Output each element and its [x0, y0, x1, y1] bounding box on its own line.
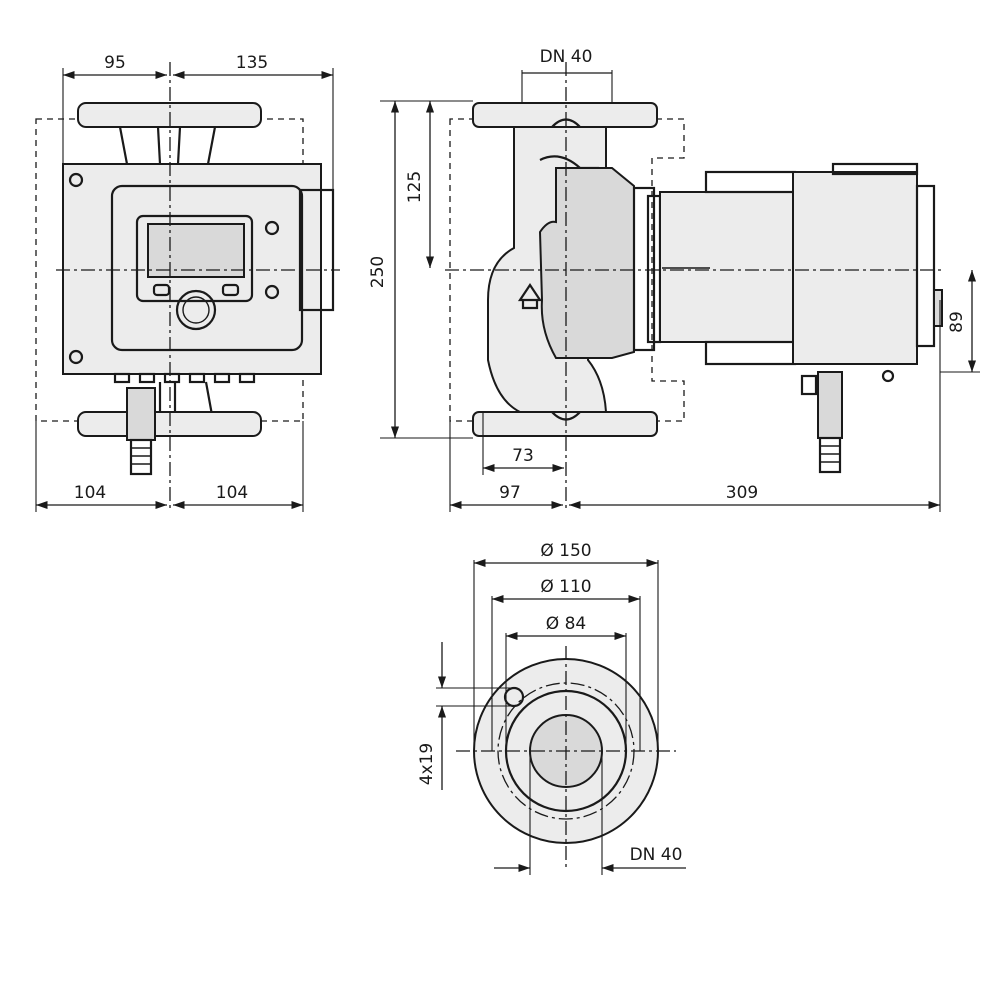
- side-view: DN 40 250 125 89 73 97 309: [368, 47, 980, 512]
- side-adapter: [632, 186, 656, 352]
- front-side-block: [298, 188, 335, 312]
- front-cable-glands: [113, 372, 256, 384]
- side-cap: [915, 184, 936, 348]
- dim-side-flange: DN 40: [540, 47, 593, 67]
- dim-side-right-length: 309: [726, 483, 758, 503]
- front-screw-bl: [68, 349, 84, 365]
- front-screw-r2: [264, 284, 280, 300]
- dim-flange-nominal: DN 40: [630, 845, 683, 865]
- right-button-icon: [221, 283, 240, 297]
- front-view: 95 135 104 104: [35, 53, 340, 512]
- dim-flange-bolt-holes: 4x19: [417, 743, 437, 786]
- control-knob-inner: [182, 296, 210, 324]
- dim-side-motor-offset: 89: [947, 311, 967, 333]
- display-frame: [135, 214, 254, 303]
- dim-flange-bolt-circle: Ø 110: [540, 577, 591, 597]
- dim-flange-raised-face: Ø 84: [546, 614, 586, 634]
- side-top-flange: [472, 102, 658, 128]
- dim-front-base-right: 104: [216, 483, 248, 503]
- side-volute: [538, 167, 635, 359]
- left-button-icon: [152, 283, 171, 297]
- front-connector-tip: [129, 438, 153, 476]
- dim-front-base-left: 104: [74, 483, 106, 503]
- flange-view: Ø 150 Ø 110 Ø 84 4x19 DN 40: [417, 541, 686, 875]
- dim-front-width-left: 95: [104, 53, 126, 73]
- dim-flange-outer: Ø 150: [540, 541, 591, 561]
- front-lower-neck: [158, 381, 214, 416]
- side-connector-tip: [818, 436, 842, 474]
- control-knob-icon: [175, 289, 217, 331]
- front-screw-tl: [68, 172, 84, 188]
- side-motor: [659, 191, 796, 343]
- side-terminal-box: [792, 171, 918, 365]
- dim-side-total-height: 250: [368, 256, 388, 288]
- front-neck: [118, 126, 217, 165]
- front-screw-r1: [264, 220, 280, 236]
- dim-front-width-right: 135: [236, 53, 268, 73]
- side-connector: [817, 371, 843, 439]
- display-screen: [147, 223, 245, 278]
- front-connector: [126, 387, 156, 441]
- dim-side-inlet-offset: 73: [512, 446, 534, 466]
- dim-side-left-length: 97: [499, 483, 521, 503]
- dim-side-axis-height: 125: [405, 171, 425, 203]
- flow-direction-icon: [517, 283, 543, 310]
- side-bottom-flange: [472, 411, 658, 437]
- front-inner-housing: [110, 184, 304, 352]
